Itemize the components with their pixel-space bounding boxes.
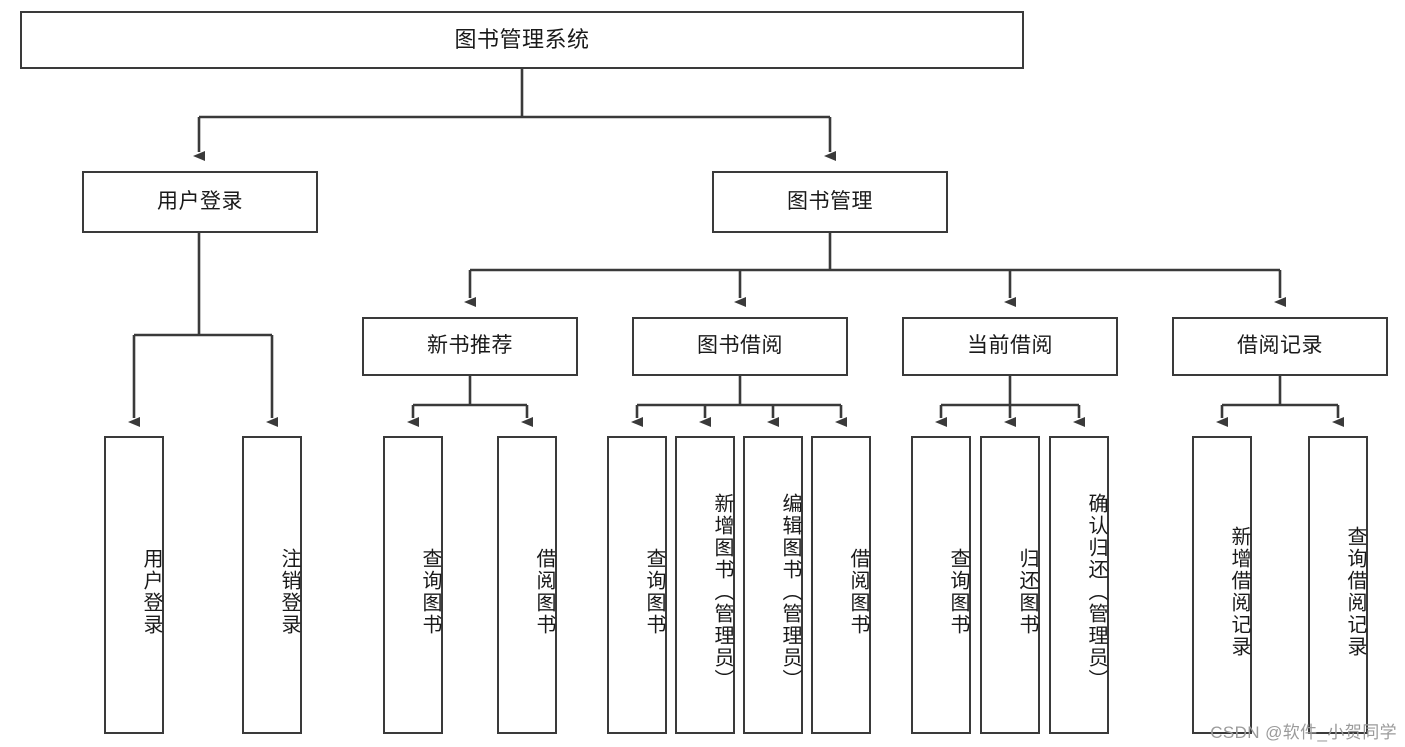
- node-user-login[interactable]: 用户登录: [82, 171, 318, 233]
- leaf-confirm-return-admin[interactable]: 确认归还（管理员）: [1049, 436, 1109, 734]
- leaf-query-borrow-record[interactable]: 查询借阅记录: [1308, 436, 1368, 734]
- node-book-manage[interactable]: 图书管理: [712, 171, 948, 233]
- leaf-query-book-current[interactable]: 查询图书: [911, 436, 971, 734]
- leaf-borrow-book-recommend[interactable]: 借阅图书: [497, 436, 557, 734]
- leaf-add-borrow-record[interactable]: 新增借阅记录: [1192, 436, 1252, 734]
- node-current-borrow[interactable]: 当前借阅: [902, 317, 1118, 376]
- leaf-return-book[interactable]: 归还图书: [980, 436, 1040, 734]
- csdn-watermark: CSDN @软件_小贺同学: [1210, 723, 1397, 742]
- leaf-query-book-borrow[interactable]: 查询图书: [607, 436, 667, 734]
- leaf-add-book-admin[interactable]: 新增图书（管理员）: [675, 436, 735, 734]
- node-book-borrow[interactable]: 图书借阅: [632, 317, 848, 376]
- leaf-edit-book-admin[interactable]: 编辑图书（管理员）: [743, 436, 803, 734]
- leaf-query-book-recommend[interactable]: 查询图书: [383, 436, 443, 734]
- leaf-user-login[interactable]: 用户登录: [104, 436, 164, 734]
- leaf-borrow-book-borrow[interactable]: 借阅图书: [811, 436, 871, 734]
- leaf-user-logout[interactable]: 注销登录: [242, 436, 302, 734]
- node-new-book-recommend[interactable]: 新书推荐: [362, 317, 578, 376]
- node-borrow-record[interactable]: 借阅记录: [1172, 317, 1388, 376]
- node-root-system[interactable]: 图书管理系统: [20, 11, 1024, 69]
